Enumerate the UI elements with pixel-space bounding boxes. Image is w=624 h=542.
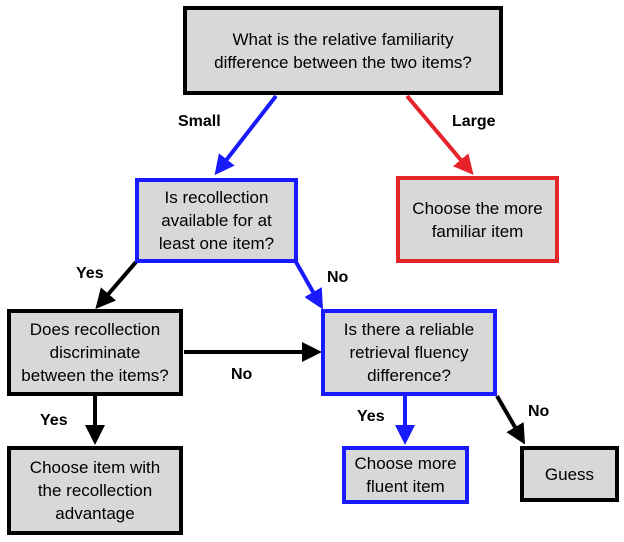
edge-label-no-discriminate: No <box>231 366 253 383</box>
node-guess: Guess <box>520 446 619 502</box>
node-fluency-difference: Is there a reliable retrieval fluency di… <box>321 309 497 396</box>
edge-label-no-recollection: No <box>327 269 349 286</box>
edge-label-large: Large <box>452 113 496 130</box>
node-choose-familiar: Choose the more familiar item <box>396 176 559 263</box>
node-choose-recollection: Choose item with the recollection advant… <box>7 446 183 535</box>
node-recollection-available: Is recollection available for at least o… <box>135 178 298 263</box>
edge-label-no-fluency: No <box>528 403 550 420</box>
node-familiarity-question: What is the relative familiarity differe… <box>183 6 503 95</box>
arrow-large <box>405 94 474 176</box>
edge-label-yes-fluency: Yes <box>357 408 385 425</box>
arrow-yes-recollection <box>95 260 138 310</box>
edge-label-yes-discriminate: Yes <box>40 412 68 429</box>
arrow-small <box>214 94 278 176</box>
edge-label-small: Small <box>178 113 221 130</box>
node-choose-fluent: Choose more fluent item <box>342 446 469 504</box>
edge-label-yes-recollection: Yes <box>76 265 104 282</box>
arrow-no-recollection <box>294 261 323 310</box>
node-recollection-discriminate: Does recollection discriminate between t… <box>7 309 183 396</box>
arrow-no-fluency <box>495 394 526 445</box>
